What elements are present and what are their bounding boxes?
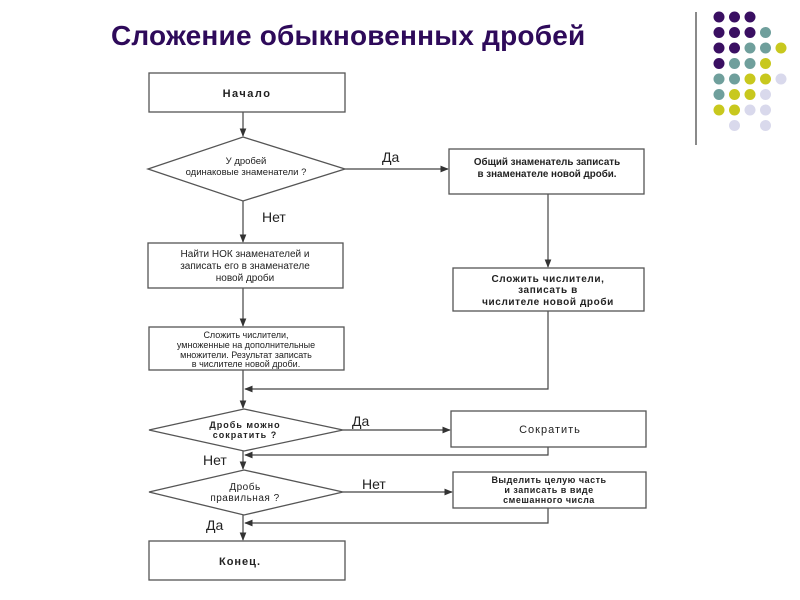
edge-label-reduce-no: Нет bbox=[203, 452, 227, 468]
slide-title: Сложение обыкновенных дробей bbox=[111, 20, 586, 51]
node-end: Конец. bbox=[148, 540, 346, 581]
decorative-dot bbox=[729, 58, 740, 69]
decorative-dot bbox=[713, 27, 725, 38]
node-decision-can-reduce: Дробь можно сократить ? bbox=[148, 408, 344, 452]
decision-reduce-line-1: Дробь можно bbox=[209, 420, 280, 430]
decorative-dot bbox=[744, 11, 756, 23]
add-simple-line-3: числителе новой дроби bbox=[482, 296, 614, 308]
node-end-label: Конец. bbox=[219, 556, 261, 568]
decorative-dot bbox=[744, 27, 756, 38]
extract-whole-line-2: и записать в виде bbox=[504, 485, 593, 495]
decorative-dot bbox=[729, 73, 740, 85]
node-find-lcm: Найти НОК знаменателей и записать его в … bbox=[147, 242, 344, 289]
decorative-dot bbox=[729, 27, 740, 38]
extract-whole-line-1: Выделить целую часть bbox=[491, 475, 606, 485]
add-simple-line-2: записать в bbox=[518, 285, 578, 296]
add-simple-line-1: Сложить числители, bbox=[491, 274, 604, 285]
decorative-dot bbox=[713, 42, 725, 54]
find-lcm-line-3: новой дроби bbox=[216, 272, 274, 284]
add-multiplied-line-1: Сложить числители, bbox=[203, 330, 288, 340]
find-lcm-line-2: записать его в знаменателе bbox=[180, 261, 310, 272]
decorative-dot bbox=[775, 73, 787, 85]
node-decision-is-proper: Дробь правильная ? bbox=[148, 469, 344, 516]
decorative-dot-grid bbox=[713, 11, 787, 131]
decorative-dot bbox=[744, 73, 756, 85]
edge-label-proper-no: Нет bbox=[362, 476, 386, 492]
decorative-dot bbox=[729, 89, 740, 100]
decision-reduce-line-2: сократить ? bbox=[213, 430, 277, 440]
decorative-dot bbox=[744, 104, 756, 116]
node-reduce: Сократить bbox=[450, 410, 647, 448]
edge-label-same-no: Нет bbox=[262, 209, 286, 225]
decorative-dot bbox=[775, 42, 787, 54]
decision-proper-line-1: Дробь bbox=[229, 481, 260, 493]
decorative-dot bbox=[760, 73, 771, 85]
decorative-divider-line bbox=[695, 12, 697, 145]
common-denominator-line-1: Общий знаменатель записать bbox=[474, 157, 620, 168]
decorative-dot bbox=[744, 58, 756, 69]
common-denominator-line-2: в знаменателе новой дроби. bbox=[477, 169, 616, 180]
edge-label-proper-yes: Да bbox=[206, 517, 223, 533]
node-start: Начало bbox=[148, 72, 346, 113]
add-multiplied-line-3: множители. Результат записать bbox=[180, 350, 312, 360]
decorative-dot bbox=[760, 120, 771, 131]
decorative-dot bbox=[760, 42, 771, 54]
decorative-dot bbox=[744, 89, 756, 100]
edge-reduce-merge bbox=[244, 447, 549, 459]
node-common-denominator: Общий знаменатель записать в знаменателе… bbox=[448, 148, 645, 195]
node-start-label: Начало bbox=[223, 88, 272, 100]
edge-extract-merge bbox=[244, 508, 549, 527]
decorative-dot bbox=[760, 58, 771, 69]
flowchart-edges bbox=[239, 112, 552, 541]
extract-whole-line-3: смешанного числа bbox=[503, 495, 595, 505]
decorative-dot bbox=[729, 42, 740, 54]
edge-add-simple-merge bbox=[244, 311, 549, 393]
node-add-numerators-simple: Сложить числители, записать в числителе … bbox=[452, 267, 645, 312]
add-multiplied-line-2: умноженные на дополнительные bbox=[177, 340, 315, 350]
decorative-dot bbox=[760, 27, 771, 38]
decorative-dot bbox=[713, 11, 725, 23]
decorative-dot bbox=[713, 73, 725, 85]
edge-label-same-yes: Да bbox=[382, 149, 399, 165]
decorative-dot bbox=[744, 42, 756, 54]
decorative-dot bbox=[713, 58, 725, 69]
node-reduce-label: Сократить bbox=[519, 424, 581, 436]
decision-proper-line-2: правильная ? bbox=[210, 493, 279, 504]
decorative-dot bbox=[713, 89, 725, 100]
node-decision-same-denominators: У дробей одинаковые знаменатели ? bbox=[145, 136, 348, 202]
find-lcm-line-1: Найти НОК знаменателей и bbox=[181, 249, 310, 260]
decision-same-line-1: У дробей bbox=[226, 156, 267, 167]
decorative-dot bbox=[729, 11, 740, 23]
decorative-dot bbox=[729, 104, 740, 116]
decorative-dot bbox=[729, 120, 740, 131]
node-extract-whole: Выделить целую часть и записать в виде с… bbox=[452, 471, 647, 509]
decorative-dot bbox=[713, 104, 725, 116]
decorative-dot bbox=[760, 89, 771, 100]
edge-label-reduce-yes: Да bbox=[352, 413, 369, 429]
add-multiplied-line-4: в числителе новой дроби. bbox=[192, 359, 300, 369]
decision-same-line-2: одинаковые знаменатели ? bbox=[186, 167, 307, 178]
decorative-dot bbox=[760, 104, 771, 116]
node-add-numerators-multiplied: Сложить числители, умноженные на дополни… bbox=[148, 326, 345, 371]
